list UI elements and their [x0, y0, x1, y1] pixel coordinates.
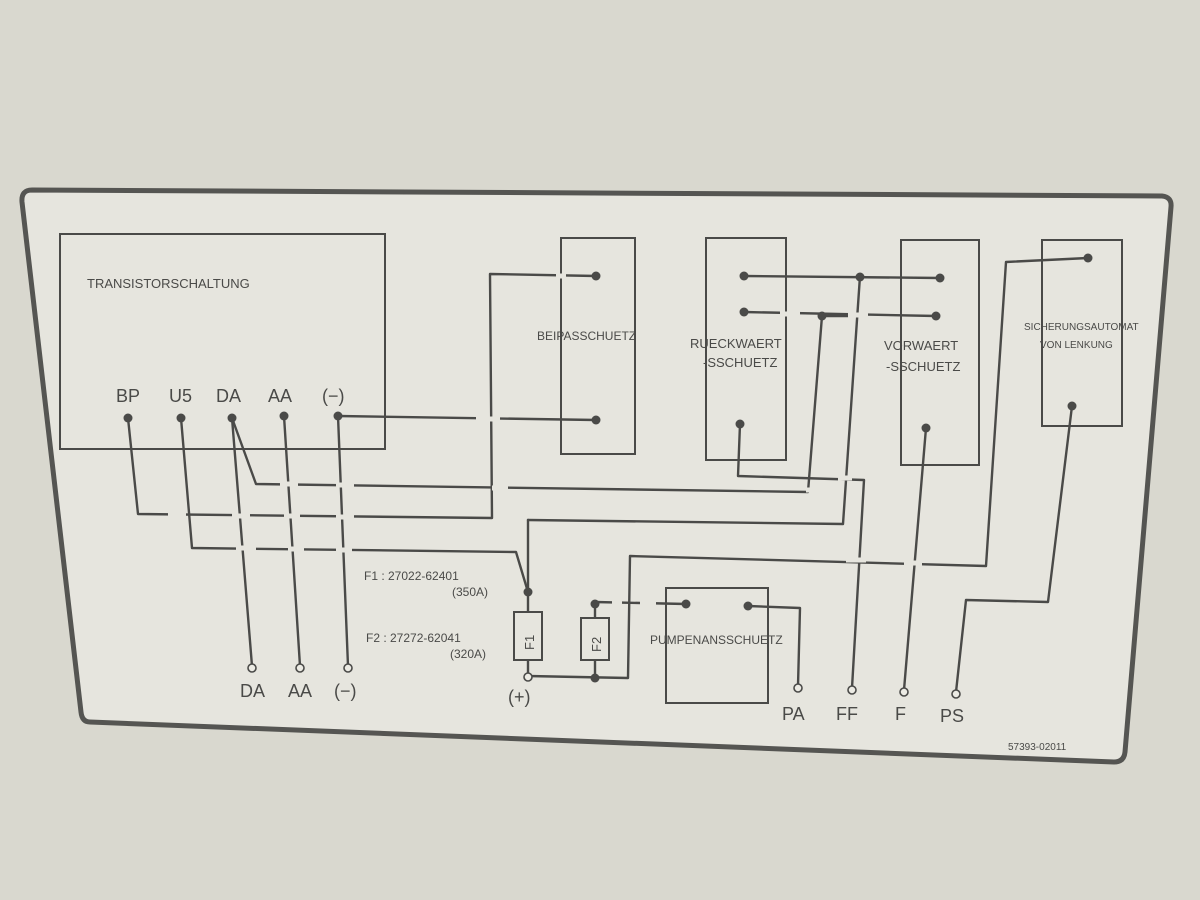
transistor-block [59, 233, 386, 450]
bottom-terminal-f: F [895, 704, 906, 724]
bottom-terminal-ff: FF [836, 704, 858, 724]
fuse-f2-label: F2 [589, 637, 604, 652]
bottom-terminal-ps: PS [940, 706, 964, 726]
fuse-f2-part: F2 : 27272-62041 [366, 631, 461, 645]
bottom-terminal-aa: AA [288, 681, 312, 701]
fuse-f1 [513, 611, 543, 661]
wire-u5 [179, 416, 530, 594]
fuse-f1-label: F1 [522, 635, 537, 650]
forward-contactor-block [900, 239, 980, 466]
bypass-contactor-block [560, 237, 636, 455]
reverse-contactor-block [705, 237, 787, 461]
pump-label: PUMPENANSSCHUETZ [650, 633, 783, 647]
wire-pa [746, 604, 802, 688]
forward-label-2: -SSCHUETZ [886, 359, 960, 374]
terminal-rings [247, 663, 961, 699]
bottom-terminal-plus: (+) [508, 687, 531, 707]
wire-ps [954, 404, 1074, 694]
top-terminal-aa: AA [268, 386, 292, 406]
wire-gaps [168, 273, 922, 606]
wire-reverse-top [742, 274, 942, 280]
wire-f [902, 426, 928, 692]
breaker-label-1: SICHERUNGSAUTOMAT [1024, 322, 1139, 333]
wire-aa [282, 414, 302, 668]
bottom-terminal-da: DA [240, 681, 265, 701]
top-terminal-bp: BP [116, 386, 140, 406]
forward-label-1: VORWAERT [884, 338, 958, 353]
fuse-f2 [580, 617, 610, 661]
top-terminal-minus: (−) [322, 386, 345, 406]
top-terminal-da: DA [216, 386, 241, 406]
reverse-label-1: RUECKWAERT [690, 336, 782, 351]
fuse-f1-part: F1 : 27022-62401 [364, 569, 459, 583]
fuse-f1-rating: (350A) [452, 585, 488, 599]
wire-reverse-mid [742, 310, 938, 318]
pump-contactor-block [665, 587, 769, 704]
bottom-terminal-minus: (−) [334, 681, 357, 701]
fuse-f2-rating: (320A) [450, 647, 486, 661]
breaker-label-2: VON LENKUNG [1040, 340, 1113, 351]
wire-da-bottom [230, 416, 254, 668]
bottom-terminal-pa: PA [782, 704, 805, 724]
reverse-label-2: -SSCHUETZ [703, 355, 777, 370]
wire-f1-feed [526, 274, 862, 526]
bypass-label: BEIPASSCHUETZ [537, 329, 636, 343]
wire-bp [126, 272, 598, 520]
wire-minus-bottom [336, 414, 350, 668]
junction-dots [123, 253, 1093, 683]
transistor-label: TRANSISTORSCHALTUNG [87, 276, 250, 291]
wire-reverse-bottom [736, 422, 866, 690]
panel-plate [19, 187, 1174, 765]
wire-minus-bypass [336, 414, 598, 422]
breaker-block [1041, 239, 1123, 427]
part-number: 57393-02011 [1008, 742, 1067, 753]
top-terminal-u5: U5 [169, 386, 192, 406]
